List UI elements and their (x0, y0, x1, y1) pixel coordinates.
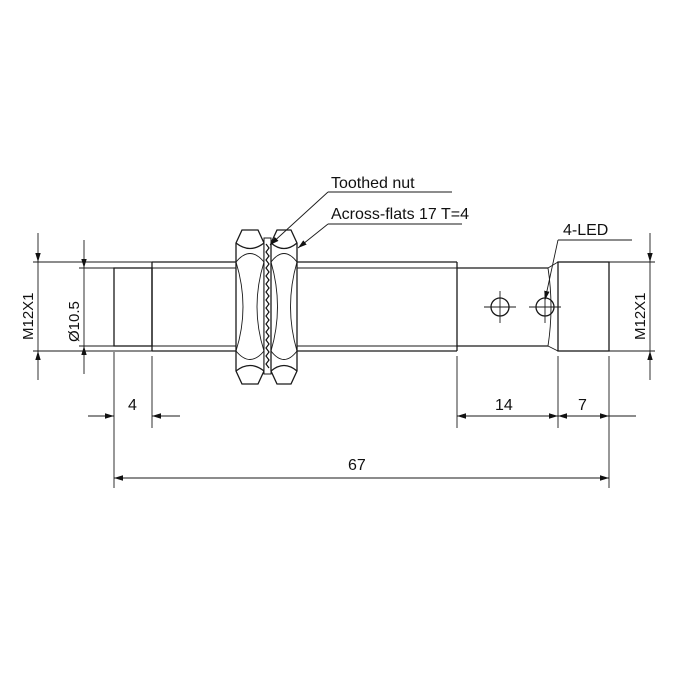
led-hole (484, 291, 516, 323)
thread-dimension-right: M12X1 (609, 233, 655, 380)
led-label: 4-LED (563, 222, 608, 239)
led-callout: 4-LED (544, 222, 632, 301)
diameter-label: Ø10.5 (66, 301, 83, 342)
total-length-label: 67 (348, 457, 366, 474)
led-hole (529, 291, 561, 323)
cap-length-label: 7 (578, 397, 587, 414)
hex-nut (270, 229, 298, 385)
thread-left-label: M12X1 (20, 292, 37, 340)
lock-washer (263, 237, 272, 375)
front-length-dimension: 4 (88, 397, 180, 419)
connector (557, 261, 610, 352)
toothed-nut-callout: Toothed nut (269, 175, 452, 246)
front-length-label: 4 (128, 397, 137, 414)
cap-length-dimension: 7 (558, 397, 636, 419)
sensing-face (113, 267, 153, 347)
thread-right-label: M12X1 (632, 292, 649, 340)
toothed-nut-label: Toothed nut (331, 175, 415, 192)
across-flats-callout: Across-flats 17 T=4 (297, 206, 469, 249)
total-length-dimension: 67 (114, 457, 609, 481)
led-spacing-label: 14 (495, 397, 513, 414)
thread-dimension-left: M12X1 (20, 233, 152, 380)
diameter-dimension: Ø10.5 (66, 240, 114, 374)
toothed-nut (235, 229, 265, 385)
across-flats-label: Across-flats 17 T=4 (331, 206, 469, 223)
led-spacing-dimension: 14 (457, 397, 558, 419)
sensor-body (113, 261, 610, 352)
